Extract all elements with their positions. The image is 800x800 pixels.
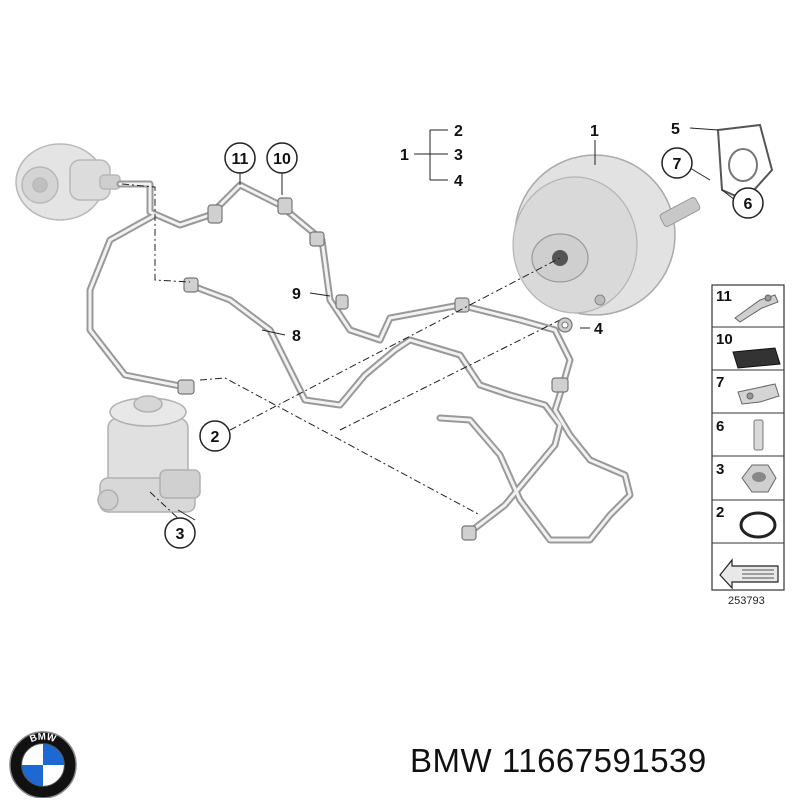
bmw-logo-letters: BMW (29, 732, 58, 746)
master-cylinder (97, 395, 201, 513)
callout-9: 9 (292, 286, 301, 303)
callout-11: 11 (224, 142, 256, 174)
bracket-icon (737, 383, 780, 405)
legend-label-2: 2 (716, 504, 724, 521)
legend-label-11: 11 (716, 288, 732, 305)
nut-icon (741, 464, 777, 493)
callout-1: 1 (590, 123, 599, 140)
callout-10: 10 (266, 142, 298, 174)
washer (557, 317, 573, 333)
callout-4: 4 (594, 321, 603, 338)
svg-text:11: 11 (232, 151, 249, 168)
legend-label-7: 7 (716, 374, 724, 391)
callout-5: 5 (671, 121, 680, 138)
svg-text:2: 2 (211, 429, 220, 446)
arrow-icon (719, 558, 779, 590)
callout-3-bracket: 3 (454, 147, 463, 164)
callout-2-bracket: 2 (454, 123, 463, 140)
legend-label-3: 3 (716, 461, 724, 478)
callout-8: 8 (292, 328, 301, 345)
callout-4-bracket: 4 (454, 173, 463, 190)
leader-lines (177, 127, 736, 521)
legend-panel: 11 10 7 6 3 2 (711, 284, 785, 591)
hose-clip-icon (734, 294, 779, 323)
svg-text:10: 10 (273, 151, 291, 168)
reference-number: 253793 (728, 595, 765, 607)
callout-1-bracket: 1 (400, 147, 409, 164)
callout-3: 3 (164, 517, 196, 549)
callout-6: 6 (732, 187, 764, 219)
bmw-logo: BMW (9, 731, 77, 798)
legend-label-10: 10 (716, 331, 733, 348)
reference-lines (121, 183, 561, 521)
gasket (716, 123, 774, 202)
part-caption: BMW 11667591539 (410, 742, 707, 779)
callout-7: 7 (661, 147, 693, 179)
vacuum-pump (15, 143, 121, 221)
svg-text:6: 6 (744, 196, 753, 213)
pad-icon (732, 347, 781, 369)
brake-booster (512, 154, 701, 316)
svg-text:7: 7 (673, 156, 682, 173)
callout-2: 2 (199, 420, 231, 452)
svg-text:3: 3 (176, 526, 185, 543)
hose-clips (177, 197, 569, 541)
o-ring-icon (739, 511, 777, 539)
pin-icon (753, 419, 764, 451)
hose-highlights (88, 182, 632, 542)
legend-label-6: 6 (716, 418, 724, 435)
